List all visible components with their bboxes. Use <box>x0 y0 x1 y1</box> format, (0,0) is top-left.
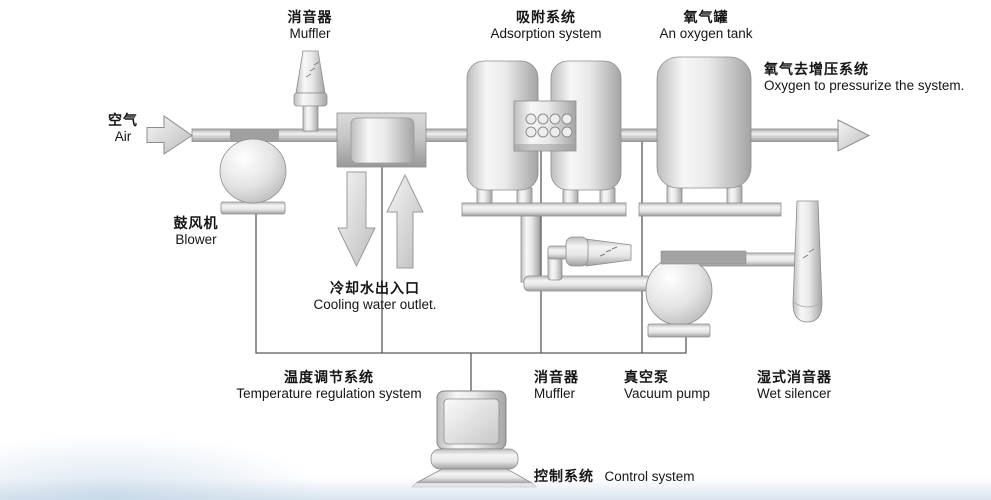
label-muffler-bottom-en: Muffler <box>534 385 576 401</box>
muffler-bottom-shape <box>547 236 632 281</box>
vacuum-pump-shape <box>645 250 798 338</box>
label-oxygen-tank-zh: 氧气罐 <box>683 9 729 25</box>
label-cooling-water: 冷却水出入口 Cooling water outlet. <box>283 280 467 312</box>
label-cooling-water-en: Cooling water outlet. <box>313 296 437 312</box>
label-muffler-top-en: Muffler <box>289 25 331 41</box>
control-signal-lines <box>255 141 687 391</box>
label-blower-zh: 鼓风机 <box>173 215 219 231</box>
label-adsorption: 吸附系统 Adsorption system <box>464 9 628 41</box>
label-blower: 鼓风机 Blower <box>154 215 238 247</box>
label-vacuum-pump-en: Vacuum pump <box>624 385 711 401</box>
label-temperature-en: Temperature regulation system <box>236 385 422 401</box>
label-oxygen-tank: 氧气罐 An oxygen tank <box>628 9 784 41</box>
label-oxygen-out-zh: 氧气去增压系统 <box>764 61 869 77</box>
label-wet-silencer-en: Wet silencer <box>757 385 832 401</box>
air-inlet-arrow-icon <box>146 115 193 155</box>
label-temperature-zh: 温度调节系统 <box>284 369 374 385</box>
oxygen-outlet-arrow-icon <box>837 119 871 152</box>
label-air-zh: 空气 <box>108 112 138 128</box>
muffler-top-shape <box>293 50 328 132</box>
label-adsorption-zh: 吸附系统 <box>516 9 576 25</box>
control-computer-shape <box>411 390 537 488</box>
label-oxygen-out: 氧气去增压系统 Oxygen to pressurize the system. <box>764 61 990 93</box>
oxygen-tank-shape <box>638 56 782 217</box>
label-oxygen-out-en: Oxygen to pressurize the system. <box>764 77 965 93</box>
label-air: 空气 Air <box>97 112 149 144</box>
label-air-en: Air <box>114 128 132 144</box>
label-vacuum-pump: 真空泵 Vacuum pump <box>624 369 734 401</box>
label-temperature: 温度调节系统 Temperature regulation system <box>217 369 441 401</box>
label-wet-silencer-zh: 湿式消音器 <box>757 369 832 385</box>
label-muffler-top: 消音器 Muffler <box>268 9 352 41</box>
wet-silencer-shape <box>792 200 823 323</box>
label-muffler-top-zh: 消音器 <box>287 9 333 25</box>
label-vacuum-pump-zh: 真空泵 <box>624 369 669 385</box>
blower-shape <box>219 129 287 215</box>
label-muffler-bottom: 消音器 Muffler <box>534 369 614 401</box>
label-wet-silencer: 湿式消音器 Wet silencer <box>757 369 877 401</box>
label-cooling-water-zh: 冷却水出入口 <box>330 280 420 296</box>
cooling-water-up-arrow-icon <box>386 173 424 269</box>
cooling-water-down-arrow-icon <box>337 171 376 268</box>
label-blower-en: Blower <box>175 231 217 247</box>
label-oxygen-tank-en: An oxygen tank <box>659 25 753 41</box>
cooler-shape <box>336 112 427 168</box>
bottom-tint-band <box>0 478 991 500</box>
adsorption-tanks-shape <box>461 60 627 217</box>
label-muffler-bottom-zh: 消音器 <box>534 369 579 385</box>
label-adsorption-en: Adsorption system <box>490 25 602 41</box>
